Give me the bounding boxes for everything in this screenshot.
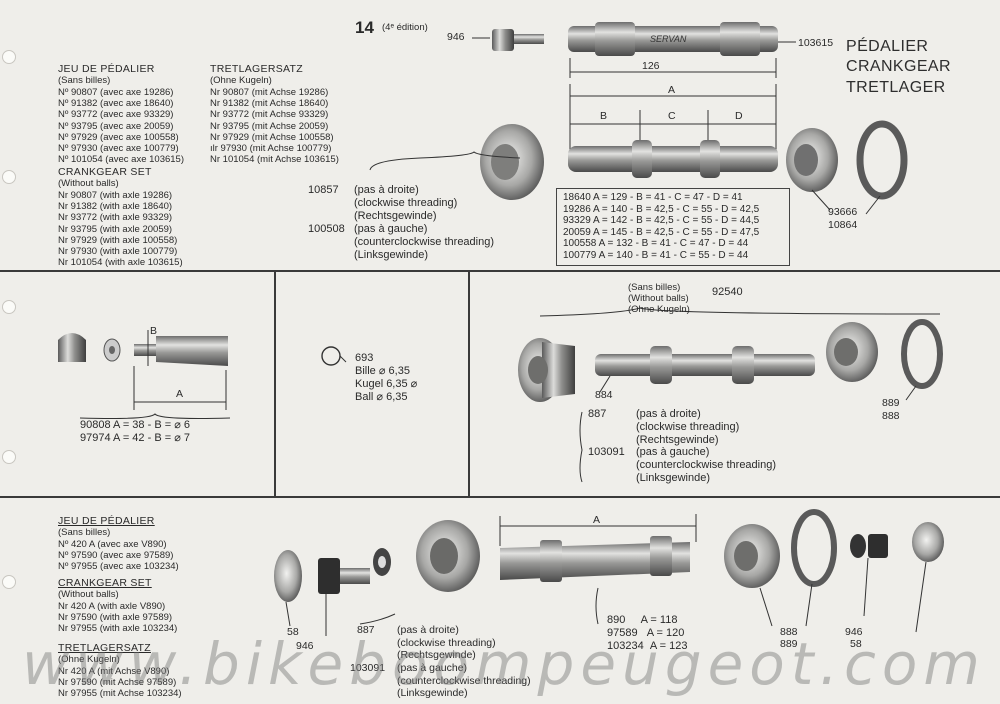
axle-103615-drawing <box>568 22 796 56</box>
dim-C: C <box>668 110 676 122</box>
divider-top <box>0 270 1000 272</box>
watermark: www.bikeboompeugeot.com <box>22 630 986 698</box>
dim-A: A <box>668 84 676 96</box>
top-fr-sub: (Sans billes) <box>58 75 111 86</box>
page-number: 14 <box>355 18 374 37</box>
top-en-list: Nr 90807 (with axle 19286)Nr 91382 (with… <box>58 190 183 269</box>
cup-left-drawing <box>480 124 544 200</box>
bottom-label-58-right: 58 <box>850 638 862 650</box>
bottom-en-list: Nr 420 A (with axle V890)Nr 97590 (with … <box>58 601 178 635</box>
punch-hole <box>2 450 16 464</box>
bottom-axle-list: 890 A = 118 97589 A = 120 103234 A = 123 <box>607 614 688 652</box>
label-887: 887 <box>588 408 607 420</box>
bottom-en-sub: (Without balls) <box>58 589 119 600</box>
label-884: 884 <box>595 389 613 401</box>
label-93666: 93666 <box>828 206 858 218</box>
bottom-label-887: 887 <box>357 624 375 636</box>
top-fr-list: Nº 90807 (avec axe 19286)Nº 91382 (avec … <box>58 87 185 166</box>
bottom-fr-sub: (Sans billes) <box>58 527 111 538</box>
label-103091-desc: (pas à gauche)(counterclockwise threadin… <box>636 446 777 484</box>
label-103091: 103091 <box>588 446 625 458</box>
label-10864: 10864 <box>828 219 858 231</box>
divider-v1 <box>274 270 276 498</box>
punch-hole <box>2 300 16 314</box>
bottom-de-sub: (Ohne Kugeln) <box>58 654 120 665</box>
mid-dim-A: A <box>176 388 184 400</box>
label-888: 888 <box>882 410 900 422</box>
bottom-en-heading: CRANKGEAR SET <box>58 577 152 589</box>
dim-D: D <box>735 110 743 122</box>
bottom-label-58: 58 <box>287 626 299 638</box>
bottom-label-103091-desc: (pas à gauche)(counterclockwise threadin… <box>397 662 531 700</box>
top-drawing <box>369 22 908 215</box>
top-en-sub: (Without balls) <box>58 178 119 189</box>
punch-hole <box>2 575 16 589</box>
bottom-label-888: 888 <box>780 626 798 638</box>
top-de-heading: TRETLAGERSATZ <box>210 63 303 75</box>
label-10857: 10857 <box>308 184 339 196</box>
top-de-list: Nr 90807 (mit Achse 19286)Nr 91382 (mit … <box>210 87 339 166</box>
cup-right-drawing <box>786 128 838 192</box>
edition-label: (4ᵉ édition) <box>382 22 428 33</box>
bottom-fr-list: Nº 420 A (avec axe V890)Nº 97590 (avec a… <box>58 539 179 573</box>
bottom-dim-A: A <box>593 514 601 526</box>
mid-right-brace-label: (Sans billes)(Without balls)(Ohne Kugeln… <box>628 282 690 316</box>
bottom-de-heading: TRETLAGERSATZ <box>58 642 151 654</box>
bottom-label-103091: 103091 <box>350 662 386 674</box>
label-889: 889 <box>882 397 900 409</box>
bottom-label-889: 889 <box>780 638 798 650</box>
mid-dim-B: B <box>150 325 158 337</box>
label-946: 946 <box>447 31 465 43</box>
label-92540: 92540 <box>712 286 743 298</box>
title-de: TRETLAGER <box>846 79 946 96</box>
bottom-label-887-desc: (pas à droite)(clockwise threading)(Rech… <box>397 624 496 662</box>
mid-right-drawing <box>518 307 943 483</box>
lockring-drawing <box>856 120 908 200</box>
punch-hole <box>2 170 16 184</box>
axle-brand: SERVAN <box>650 34 687 44</box>
bottom-de-list: Nr 420 A (mit Achse V890)Nr 97590 (mit A… <box>58 666 182 700</box>
label-100508-desc: (pas à gauche)(counterclockwise threadin… <box>354 223 495 261</box>
bottom-drawing <box>274 509 944 636</box>
punch-hole <box>2 50 16 64</box>
ball-number: 693 <box>355 352 374 364</box>
top-fr-heading: JEU DE PÉDALIER <box>58 63 155 75</box>
bottom-label-946: 946 <box>296 640 314 652</box>
dim-126: 126 <box>642 60 660 72</box>
bottom-label-946-right: 946 <box>845 626 863 638</box>
bottom-fr-heading: JEU DE PÉDALIER <box>58 515 155 527</box>
label-103615: 103615 <box>798 37 834 49</box>
dim-B: B <box>600 110 608 122</box>
label-10857-desc: (pas à droite)(clockwise threading)(Rech… <box>354 184 458 222</box>
mid-left-drawing <box>58 330 231 419</box>
title-fr: PÉDALIER <box>846 38 929 55</box>
title-en: CRANKGEAR <box>846 58 951 75</box>
dimension-table: 18640 A = 129 - B = 41 - C = 47 - D = 41… <box>556 188 790 266</box>
top-de-sub: (Ohne Kugeln) <box>210 75 272 86</box>
axle-main-drawing <box>568 140 778 178</box>
ball-drawing <box>321 346 347 366</box>
top-en-heading: CRANKGEAR SET <box>58 166 152 178</box>
label-100508: 100508 <box>308 223 345 235</box>
label-887-desc: (pas à droite)(clockwise threading)(Rech… <box>636 408 740 446</box>
bolt-946-drawing <box>472 29 544 51</box>
divider-v2 <box>468 270 470 498</box>
divider-bottom <box>0 496 1000 498</box>
